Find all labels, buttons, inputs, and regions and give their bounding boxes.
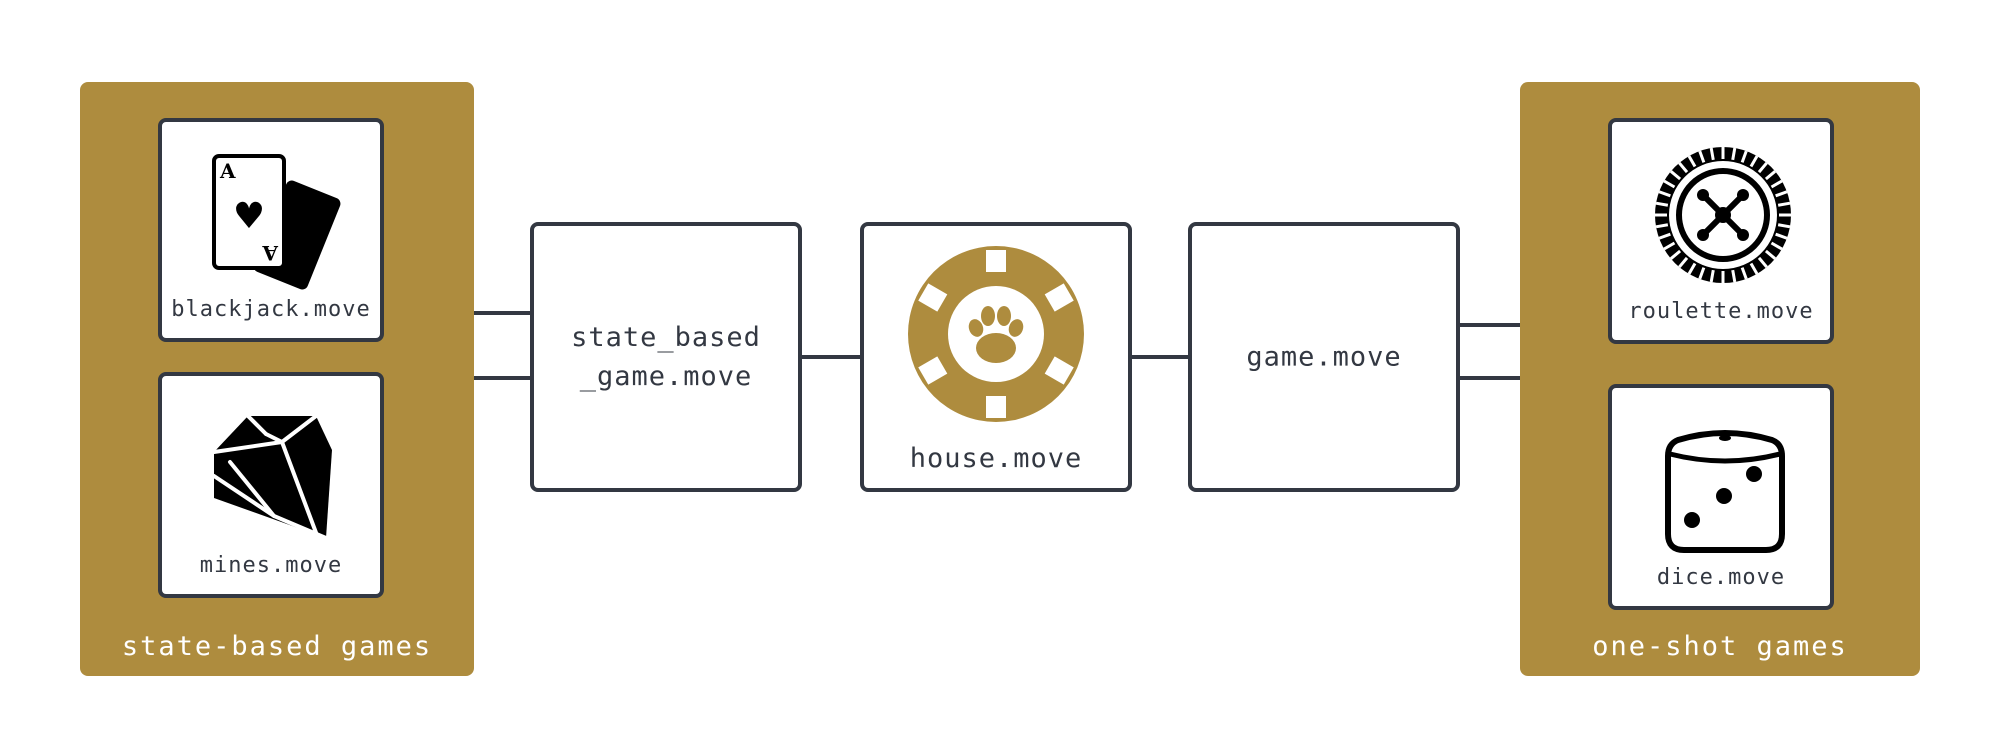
roulette-tick xyxy=(1669,249,1682,260)
roulette-tick xyxy=(1655,223,1669,229)
roulette-tick xyxy=(1740,267,1748,280)
state-based-games-label: state-based games xyxy=(121,631,433,662)
roulette-tick xyxy=(1749,262,1759,275)
dice-icon xyxy=(1665,430,1785,553)
roulette-tick xyxy=(1775,232,1788,240)
mines-module-box[interactable]: mines.move xyxy=(158,372,384,598)
roulette-tick xyxy=(1740,150,1748,163)
roulette-tick xyxy=(1698,267,1706,280)
roulette-tick xyxy=(1709,269,1715,283)
mines-label: mines.move xyxy=(199,553,343,578)
dice-label: dice.move xyxy=(1656,565,1786,590)
card-rank-top: A xyxy=(219,159,236,183)
roulette-tick xyxy=(1663,241,1676,251)
roulette-tick xyxy=(1757,256,1768,269)
dice-module-box[interactable]: dice.move xyxy=(1608,384,1834,610)
roulette-tick xyxy=(1764,249,1777,260)
roulette-tick xyxy=(1777,201,1791,207)
roulette-tick xyxy=(1709,147,1715,161)
card-suit: ♥ xyxy=(233,196,265,237)
roulette-tick xyxy=(1764,170,1777,181)
roulette-tick xyxy=(1678,161,1689,174)
state-based-game-label: state_based _game.move xyxy=(534,318,798,396)
roulette-label: roulette.move xyxy=(1628,299,1814,324)
roulette-wheel-icon xyxy=(1655,147,1791,283)
roulette-tick xyxy=(1687,262,1697,275)
roulette-tick xyxy=(1655,201,1669,207)
roulette-tick xyxy=(1669,170,1682,181)
house-label: house.move xyxy=(909,443,1083,474)
roulette-tick xyxy=(1731,269,1737,283)
one-shot-games-label: one-shot games xyxy=(1592,631,1848,662)
game-module-box[interactable]: game.move xyxy=(1188,222,1460,492)
roulette-tick xyxy=(1663,179,1676,189)
roulette-tick xyxy=(1775,190,1788,198)
roulette-tick xyxy=(1678,256,1689,269)
roulette-tick xyxy=(1770,179,1783,189)
state-based-game-label-line1: state_based xyxy=(571,322,761,353)
blackjack-label: blackjack.move xyxy=(171,297,371,322)
playing-cards-icon: A A ♥ xyxy=(212,154,341,290)
roulette-tick xyxy=(1687,155,1697,168)
diamond-icon xyxy=(212,414,332,540)
roulette-tick xyxy=(1698,150,1706,163)
roulette-module-box[interactable]: roulette.move xyxy=(1608,118,1834,344)
state-based-game-label-line2: _game.move xyxy=(579,361,753,392)
roulette-tick xyxy=(1770,241,1783,251)
roulette-tick xyxy=(1777,223,1791,229)
card-rank-bottom: A xyxy=(262,241,279,265)
casino-chip-paw-icon xyxy=(908,246,1084,422)
roulette-tick xyxy=(1658,232,1671,240)
state-based-game-module-box[interactable]: state_based _game.move xyxy=(530,222,802,492)
game-label: game.move xyxy=(1246,341,1402,373)
roulette-tick xyxy=(1658,190,1671,198)
house-module-box[interactable]: house.move xyxy=(860,222,1132,492)
blackjack-module-box[interactable]: A A ♥ blackjack.move xyxy=(158,118,384,342)
roulette-tick xyxy=(1757,161,1768,174)
roulette-tick xyxy=(1731,147,1737,161)
roulette-tick xyxy=(1749,155,1759,168)
